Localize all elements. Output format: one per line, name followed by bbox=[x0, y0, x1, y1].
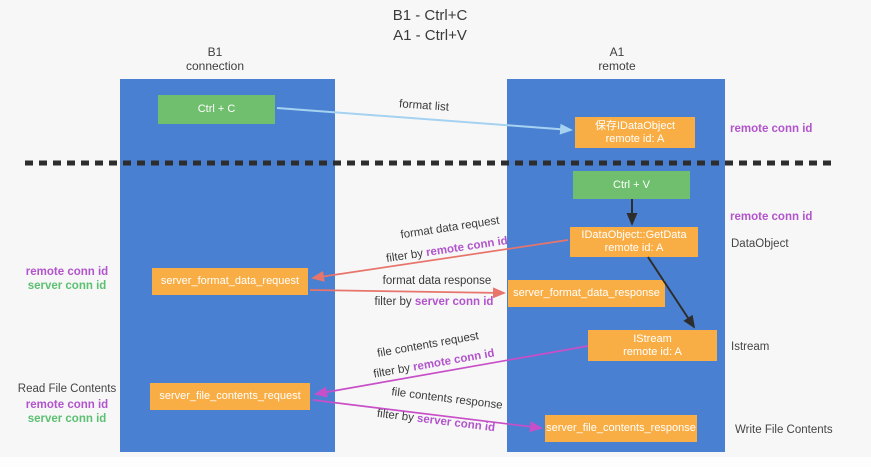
dataobject-label: DataObject bbox=[731, 238, 789, 250]
format-data-response-arrow bbox=[309, 287, 506, 299]
title-line-2: A1 - Ctrl+V bbox=[393, 27, 467, 44]
server-file-contents-request-box: server_file_contents_request bbox=[150, 383, 310, 410]
remote-conn-id-key: remote conn id bbox=[425, 234, 509, 260]
lane-header-b1: B1 connection bbox=[135, 45, 295, 73]
filter-by-text: filter by bbox=[385, 247, 428, 266]
filter-by-text: filter by bbox=[374, 296, 415, 308]
write-file-contents-label: Write File Contents bbox=[735, 424, 833, 436]
filter-by-text: filter by bbox=[376, 407, 418, 425]
remote-conn-id-label-left-bottom: remote conn id bbox=[25, 399, 109, 411]
server-format-data-request-box: server_format_data_request bbox=[152, 268, 308, 295]
file-request-label: server_file_contents_request bbox=[159, 390, 301, 402]
file-response-label: server_file_contents_response bbox=[546, 422, 696, 434]
server-conn-id-key: server conn id bbox=[414, 296, 494, 308]
lane-a1-role: remote bbox=[598, 59, 636, 73]
getdata-line1: IDataObject::GetData bbox=[581, 229, 687, 241]
format-response-label: server_format_data_response bbox=[513, 287, 660, 299]
title-line-1: B1 - Ctrl+C bbox=[392, 7, 468, 24]
remote-conn-id-label-right-top: remote conn id bbox=[730, 123, 813, 135]
lane-header-a1: A1 remote bbox=[537, 45, 697, 73]
filter-by-text: filter by bbox=[372, 361, 415, 381]
lane-b1-role: connection bbox=[185, 59, 245, 73]
format-data-response-filter-label: filter by server conn id bbox=[364, 296, 504, 308]
istream-line1: IStream bbox=[633, 332, 672, 345]
save-idataobject-line2: remote id: A bbox=[605, 132, 665, 145]
file-contents-response-label: file contents response bbox=[390, 386, 504, 412]
file-contents-response-filter-label: filter by server conn id bbox=[366, 407, 506, 436]
ctrl-c-box: Ctrl + C bbox=[158, 95, 275, 124]
server-conn-id-label-left-bottom: server conn id bbox=[27, 413, 107, 425]
save-idataobject-box: 保存IDataObject remote id: A bbox=[575, 117, 695, 148]
diagram-title: B1 - Ctrl+C A1 - Ctrl+V bbox=[280, 6, 580, 46]
ctrl-v-label: Ctrl + V bbox=[613, 178, 650, 191]
server-file-contents-response-box: server_file_contents_response bbox=[545, 415, 697, 442]
read-file-contents-label: Read File Contents bbox=[17, 383, 117, 395]
istream-side-label: Istream bbox=[731, 341, 770, 353]
server-conn-id-key: server conn id bbox=[416, 412, 496, 435]
istream-box: IStream remote id: A bbox=[588, 330, 717, 361]
save-idataobject-line1: 保存IDataObject bbox=[594, 119, 676, 132]
remote-conn-id-label-left-top: remote conn id bbox=[25, 266, 109, 278]
format-list-label: format list bbox=[398, 98, 450, 114]
idataobject-getdata-box: IDataObject::GetData remote id: A bbox=[570, 227, 698, 257]
lane-b1-name: B1 bbox=[207, 45, 223, 59]
format-request-label: server_format_data_request bbox=[160, 275, 300, 287]
lane-a1-name: A1 bbox=[609, 45, 625, 59]
istream-line2: remote id: A bbox=[623, 345, 682, 358]
remote-conn-id-label-right-mid: remote conn id bbox=[730, 211, 813, 223]
server-format-data-response-box: server_format_data_response bbox=[508, 280, 665, 307]
getdata-line2: remote id: A bbox=[604, 242, 664, 254]
ctrl-v-box: Ctrl + V bbox=[573, 171, 690, 199]
ctrl-c-label: Ctrl + C bbox=[197, 103, 236, 115]
bottom-strip bbox=[0, 457, 871, 467]
server-conn-id-label-left-top: server conn id bbox=[27, 280, 107, 292]
format-data-response-label: format data response bbox=[382, 275, 492, 287]
